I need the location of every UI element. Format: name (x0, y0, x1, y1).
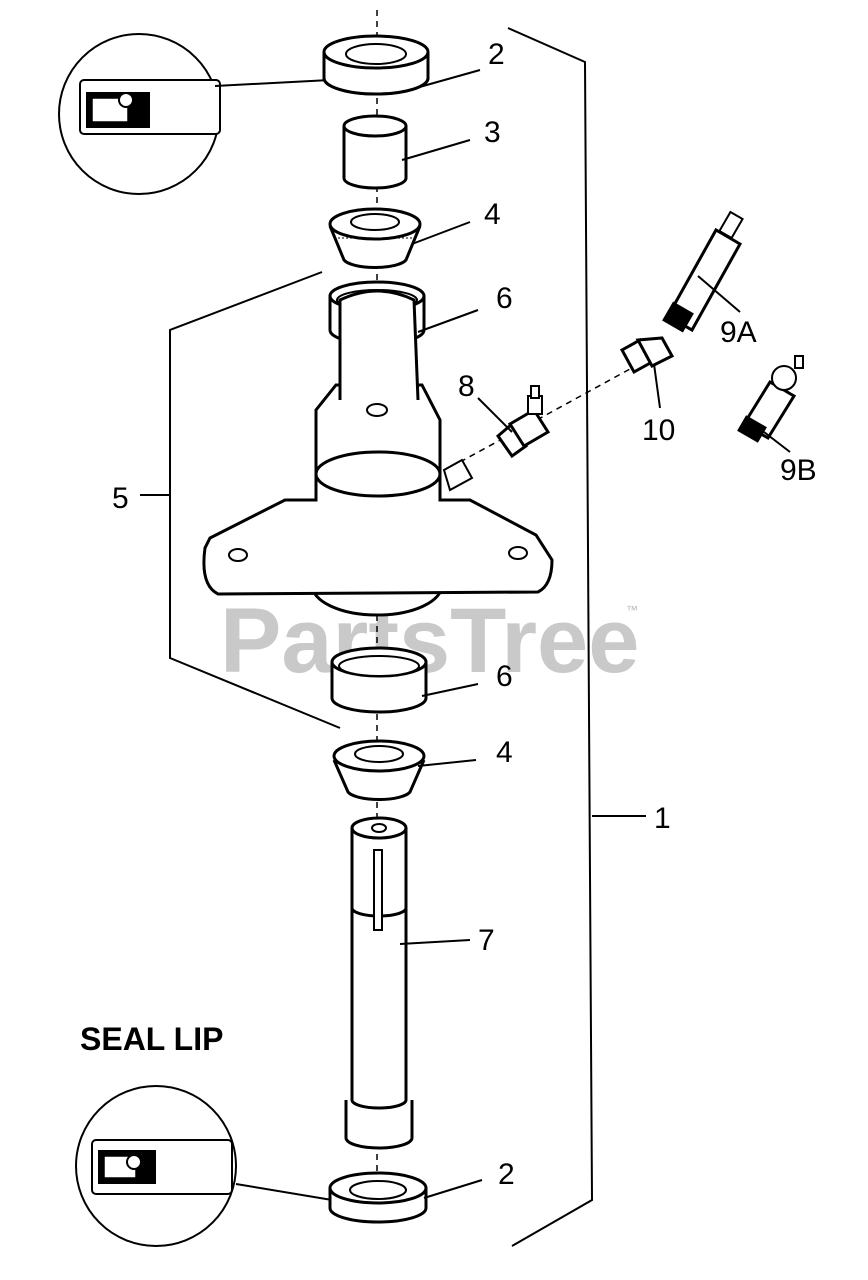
callout-6-top: 6 (496, 282, 513, 315)
part-extension-9a (662, 210, 744, 333)
part-spindle-shaft (344, 816, 414, 1150)
callout-4-bottom: 4 (496, 736, 513, 769)
watermark: PartsTree (220, 590, 639, 692)
part-extension-9b (737, 355, 804, 443)
part-bearing-cup-bottom (330, 646, 428, 714)
callout-7: 7 (478, 924, 495, 957)
bracket-housing-5 (140, 271, 341, 729)
callout-9a: 9A (720, 316, 757, 349)
callout-3: 3 (484, 116, 501, 149)
part-seal-bottom (328, 1171, 428, 1224)
seal-lip-heading: SEAL LIP (80, 1021, 223, 1057)
part-adapter (619, 336, 675, 375)
part-spacer (342, 114, 408, 190)
callout-2-top: 2 (488, 38, 505, 71)
callout-6-bottom: 6 (496, 660, 513, 693)
part-bearing-cone-bottom (332, 739, 426, 802)
leader-lines (399, 69, 791, 1199)
watermark-trademark: ™ (626, 603, 638, 617)
callout-2-bottom: 2 (498, 1158, 515, 1191)
callout-8: 8 (458, 370, 475, 403)
callout-10: 10 (642, 414, 675, 447)
part-bearing-cone-top (328, 207, 422, 270)
callout-5: 5 (112, 482, 129, 515)
part-spindle-housing (202, 289, 554, 617)
part-seal-top (322, 34, 430, 96)
callout-4-top: 4 (484, 198, 501, 231)
callout-1: 1 (654, 802, 671, 835)
callout-9b: 9B (780, 454, 817, 487)
part-grease-fitting-elbow (495, 385, 551, 459)
seal-lip-detail-bottom (75, 1085, 333, 1247)
seal-lip-detail-top (58, 33, 331, 195)
bracket-assembly-1 (507, 27, 646, 1247)
